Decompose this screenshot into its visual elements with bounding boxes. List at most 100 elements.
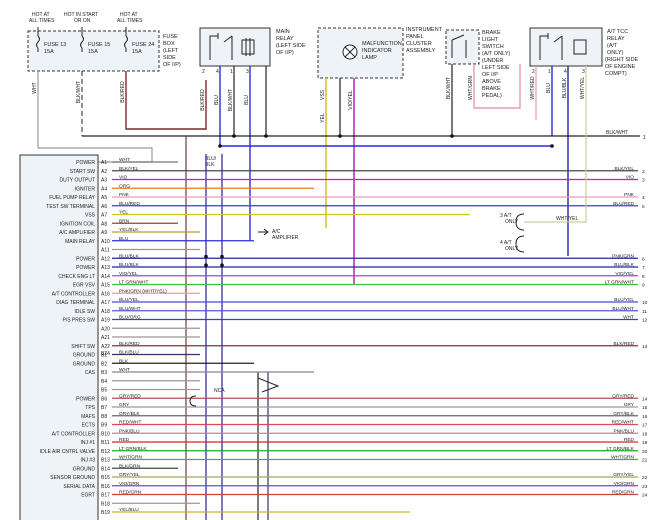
tcc-label-6: COMPT) [605, 71, 627, 77]
pin-right-wire-label: RED/WHT [612, 420, 634, 426]
fuse-box: FUSE BOX (LEFT SIDE OF I/P) HOT AT ALL T… [27, 12, 181, 72]
pin-id: A6 [101, 204, 107, 210]
wire-fuse24-label: BLK/RED [120, 81, 126, 103]
brake-wire-0: BLK/WHT [446, 77, 452, 99]
pin-function: TPS [85, 405, 95, 411]
pin-function: GROUND [73, 466, 96, 472]
tcc-label-0: A/T TCC [607, 29, 628, 35]
pin-right-wire-label: BLU/RED [613, 201, 634, 207]
pin-id: B5 [101, 388, 107, 394]
pin-id: A16 [101, 291, 110, 297]
pin-circuit-number: 6 [642, 256, 645, 262]
splice-dot [218, 144, 222, 148]
pin-id: B18 [101, 501, 110, 507]
tcc-label-4: (RIGHT SIDE [605, 57, 639, 63]
tcc-wire-label: WHT/YEL [556, 216, 578, 222]
brake-label-7: ABOVE [482, 79, 501, 85]
splice-dot [204, 263, 208, 268]
brake-label-6: OF I/P [482, 72, 498, 78]
pin-function: IDLE AIR CNTRL VALVE [40, 449, 96, 455]
main-relay-wire-0: BLK/RED [200, 89, 206, 111]
pin-id: A9 [101, 230, 107, 236]
pin-right-wire-label: GRY/YEL [613, 472, 634, 478]
mil-label-2: LAMP [362, 55, 377, 61]
pin-id: B8 [101, 414, 107, 420]
pin-wire-label: PNK/BLU [119, 428, 140, 434]
tcc-label-5: OF ENGINE [605, 64, 636, 70]
brake-label-5: LEFT SIDE [482, 65, 510, 71]
pin-function: POWER [76, 396, 95, 402]
pin-circuit-number: 15 [642, 405, 648, 411]
pin-id: A5 [101, 195, 107, 201]
ac-amplifier-line-0: A/C [272, 229, 281, 235]
pin-circuit-number: 8 [642, 274, 645, 280]
pin-wire-label: BLK/RED [119, 341, 140, 347]
cluster-label-2: CLUSTER [406, 41, 432, 47]
tcc-wire-1: BLU [546, 83, 552, 93]
cluster-label-1: PANEL [406, 34, 424, 40]
pin-circuit-number: 12 [642, 318, 648, 324]
pin-id: B11 [101, 440, 110, 446]
pin-circuit-number: 9 [642, 283, 645, 289]
fuse-13-caption-1: ALL TIMES [29, 18, 55, 24]
pin-id: B2 [101, 361, 107, 367]
pin-wire-label: LT GRN/WHT [119, 280, 148, 286]
main-relay-coil [241, 39, 255, 55]
pin-function: SHIFT SW [71, 344, 95, 350]
fuse-13-rating: 15A [44, 49, 54, 55]
pin-function: FUEL PUMP RELAY [49, 195, 95, 201]
pin-right-wire-label: GRY/BLK [613, 411, 635, 417]
pin-wire-label: BLU/BLK [119, 253, 140, 259]
brake-label-2: SWITCH [482, 44, 504, 50]
pin-circuit-number: 3 [642, 178, 645, 184]
tcc-relay-switch [539, 33, 563, 60]
connector-b-label: B24 [101, 351, 110, 357]
fuse-24-symbol [124, 27, 128, 52]
pin-function: DUTY OUTPUT [60, 178, 95, 184]
brake-label-1: LIGHT [482, 37, 499, 43]
tcc-relay-outline [529, 27, 603, 67]
pin-id: B6 [101, 396, 107, 402]
at-only-4-line-0: 4 A/T [500, 240, 512, 246]
bus-wire-label: BLK/WHT [606, 130, 628, 136]
mil-wire-0: VSS [320, 89, 326, 100]
pin-circuit-number: 16 [642, 414, 648, 420]
pin-circuit-number: 4 [642, 195, 645, 201]
pin-function: INJ #1 [81, 440, 96, 446]
pin-circuit-number: 2 [642, 169, 645, 175]
pin-function: GROUND [73, 361, 96, 367]
pin-id: B3 [101, 370, 107, 376]
pin-wire-label: RED/WHT [119, 420, 141, 426]
tcc-relay-coil [573, 39, 587, 55]
pin-id: B1 [101, 353, 107, 359]
tcc-label-2: (A/T [607, 43, 618, 49]
pin-function: START SW [70, 169, 96, 175]
brake-label-0: BRAKE [482, 30, 501, 36]
pin-wire-label: VIO [119, 175, 128, 181]
tcc-pin-2: 2 [532, 69, 535, 75]
pin-function: MAIN RELAY [65, 239, 96, 245]
main-relay-wire-2: BLK/WHT [228, 89, 234, 111]
pin-function: TEST SW TERMINAL [46, 204, 95, 210]
pin-id: B9 [101, 423, 107, 429]
main-relay-pin-2: 2 [202, 69, 205, 75]
pin-wire-label: BRN [119, 218, 130, 224]
pin-wire-label: BLU/ORG [119, 315, 141, 321]
pin-circuit-number: 13 [642, 344, 648, 350]
mil-wire-1: YEL [320, 113, 326, 123]
pin-wire-label: BLK/YEL [119, 166, 139, 172]
pin-id: B7 [101, 405, 107, 411]
tcc-wire-2: BLU/BLK [562, 77, 568, 98]
pin-id: A15 [101, 283, 110, 289]
fuse-24-name: FUSE 24 [132, 42, 154, 48]
fuse-box-label-2: (LEFT [163, 48, 179, 54]
splice-dot [338, 134, 342, 138]
splice-dot [220, 263, 224, 268]
fuse-13-name: FUSE 13 [44, 42, 66, 48]
pin-id: A8 [101, 221, 107, 227]
pin-wire-label: WHT/GRN [119, 455, 142, 461]
pin-function: ECTS [82, 423, 96, 429]
pin-right-wire-label: WHT/GRN [611, 455, 634, 461]
pin-right-wire-label: RED/GRN [612, 490, 635, 496]
